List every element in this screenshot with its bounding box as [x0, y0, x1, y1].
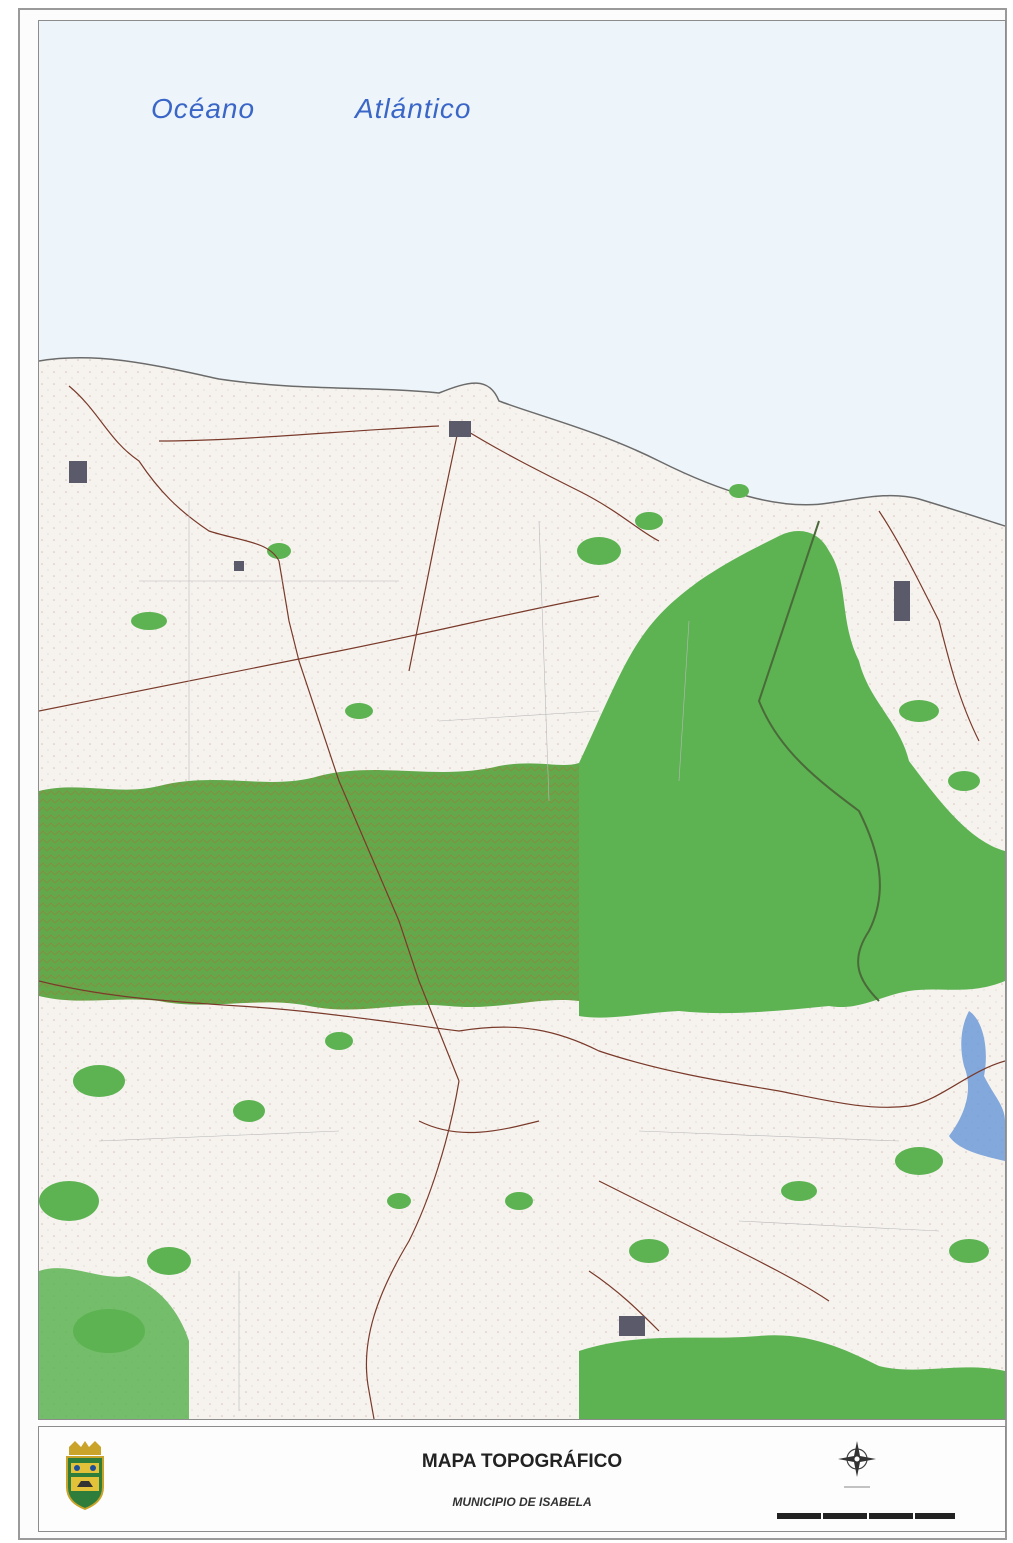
- map-title: MAPA TOPOGRÁFICO: [421, 1451, 623, 1472]
- river: [757, 520, 881, 1002]
- ocean-label-oceano: Océano: [151, 93, 256, 124]
- municipal-coat-of-arms-icon: [66, 1441, 104, 1511]
- forest-belt-west: [39, 763, 579, 1010]
- compass-rose-icon: [838, 1441, 876, 1488]
- forest-south: [579, 1335, 1005, 1419]
- forest-belt-east: [579, 531, 1005, 1018]
- reservoir: [949, 1011, 1005, 1161]
- road-network: [39, 385, 1005, 1419]
- topographic-map: [39, 356, 1005, 1419]
- scale-bar: [777, 1513, 955, 1519]
- map-legend: MAPA TOPOGRÁFICO MUNICIPIO DE ISABELA: [38, 1426, 1006, 1532]
- map-subtitle: MUNICIPIO DE ISABELA: [452, 1495, 592, 1509]
- ocean-label-atlantico: Atlántico: [355, 93, 472, 124]
- coastline: [39, 356, 1005, 527]
- minor-roads: [98, 501, 940, 1411]
- forest-patches: [39, 484, 989, 1353]
- map-frame: Océano Atlántico: [38, 20, 1006, 1420]
- towns: [69, 421, 910, 1336]
